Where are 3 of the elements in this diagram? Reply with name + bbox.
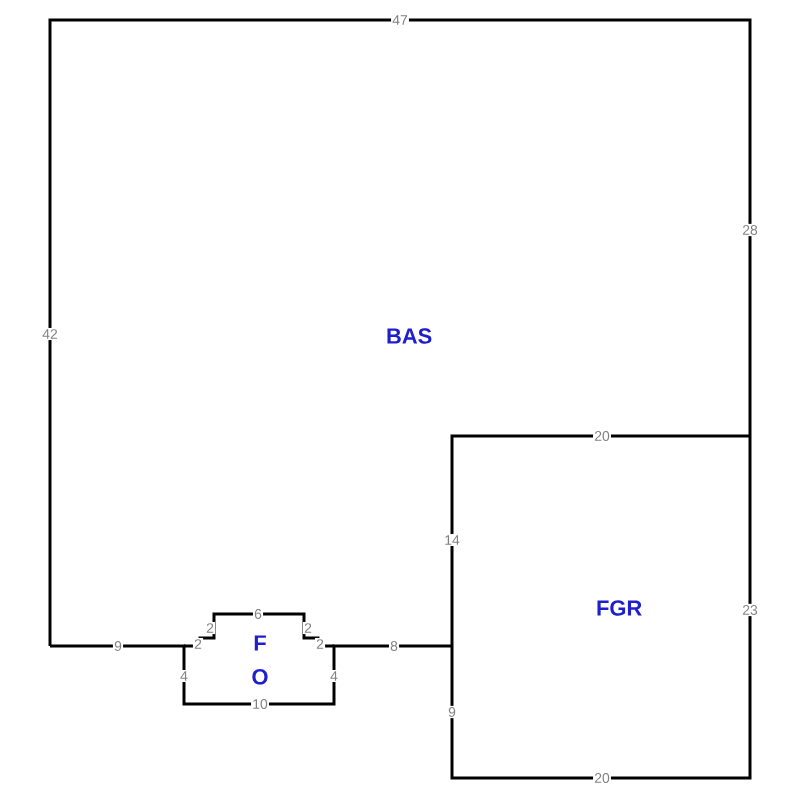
room-label: F O xyxy=(252,635,268,685)
room-label: FGR xyxy=(597,600,642,616)
room-label: BAS xyxy=(387,328,432,344)
